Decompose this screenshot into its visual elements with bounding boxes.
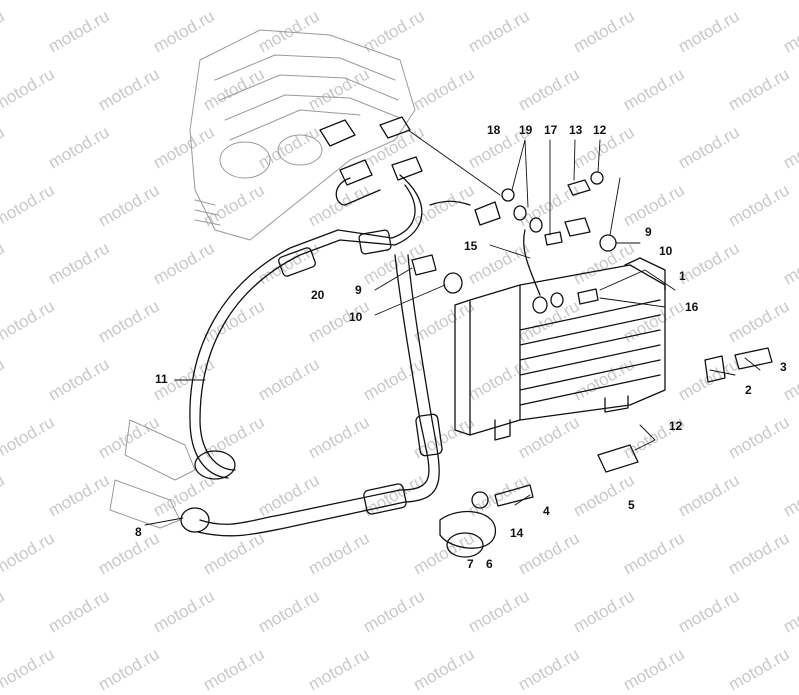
- watermark-text: motod.ru: [95, 644, 163, 695]
- oil-hose-return: [189, 174, 423, 480]
- watermark-text: motod.ru: [515, 644, 583, 695]
- callout-13: 13: [569, 123, 583, 137]
- callout-20: 20: [311, 288, 325, 302]
- callout-15: 15: [464, 239, 478, 253]
- leader-lines: [144, 129, 761, 526]
- callout-11: 11: [155, 372, 168, 386]
- callout-5: 5: [628, 498, 635, 512]
- callout-6: 6: [486, 557, 493, 571]
- callout-18: 18: [487, 123, 501, 137]
- watermark-text: motod.ru: [410, 644, 478, 695]
- exploded-parts-diagram: motod.ru motod.ru motod.ru motod.ru motod.ru…: [0, 6, 799, 694]
- diagram-drawing: [109, 29, 773, 558]
- watermark-text: motod.ru: [0, 644, 58, 695]
- callout-16: 16: [685, 300, 699, 314]
- callout-3: 3: [780, 360, 787, 374]
- callout-10-right: 10: [659, 244, 673, 258]
- callout-17: 17: [544, 123, 558, 137]
- callout-8: 8: [135, 525, 142, 539]
- callout-4: 4: [543, 504, 550, 518]
- callout-9-left: 9: [355, 283, 362, 297]
- callout-12-top: 12: [593, 123, 607, 137]
- oil-cooler-radiator: [454, 257, 666, 441]
- callout-7: 7: [467, 557, 474, 571]
- watermark-text: motod.ru: [305, 644, 373, 695]
- callout-14: 14: [510, 526, 524, 540]
- callout-19: 19: [519, 123, 533, 137]
- callout-2: 2: [745, 383, 752, 397]
- watermark-text: motod.ru: [725, 644, 793, 695]
- callout-1: 1: [679, 269, 686, 283]
- callout-10-left: 10: [349, 310, 363, 324]
- watermark-text: motod.ru: [620, 644, 688, 695]
- callout-9-right: 9: [645, 225, 652, 239]
- watermark-text: motod.ru: [200, 644, 268, 695]
- callout-12-bottom: 12: [669, 419, 683, 433]
- small-parts: [411, 171, 773, 558]
- engine-block: [109, 29, 416, 529]
- oil-hose-feed: [180, 254, 443, 537]
